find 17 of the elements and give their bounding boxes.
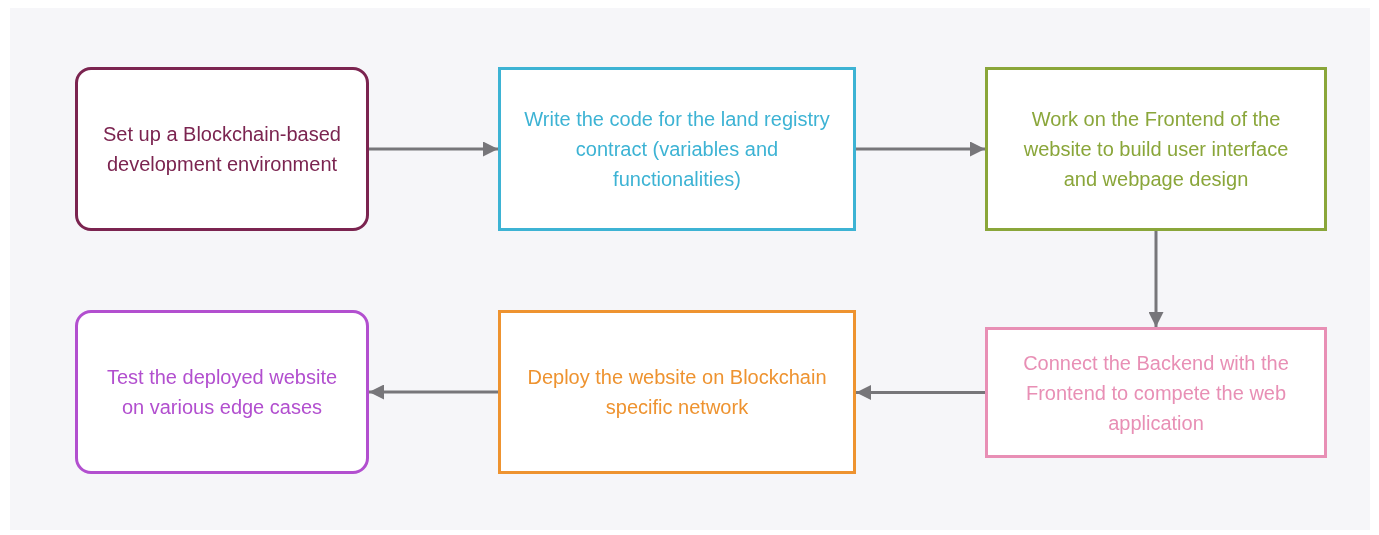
process-box <box>985 327 1327 458</box>
step-text: Work on the Frontend of the website to build user interface and webpage design <box>1022 107 1290 192</box>
arrow <box>369 384 498 400</box>
arrow <box>856 141 985 157</box>
step-text: Deploy the website on Blockchain specific network <box>526 365 828 420</box>
arrow <box>369 141 498 157</box>
process-box <box>498 67 856 231</box>
step-text: Test the deployed website on various edge cases <box>105 365 339 420</box>
process-box <box>75 310 369 474</box>
arrow <box>856 385 985 400</box>
step-text: Set up a Blockchain-based development environment <box>102 122 342 177</box>
process-box <box>75 67 369 231</box>
step-text: Connect the Backend with the Frontend to compete the web application <box>1022 350 1290 436</box>
process-box <box>498 310 856 474</box>
step-text: Write the code for the land registry contract (variables and functionalities) <box>523 107 831 192</box>
arrow <box>1148 231 1164 327</box>
process-box <box>985 67 1327 231</box>
